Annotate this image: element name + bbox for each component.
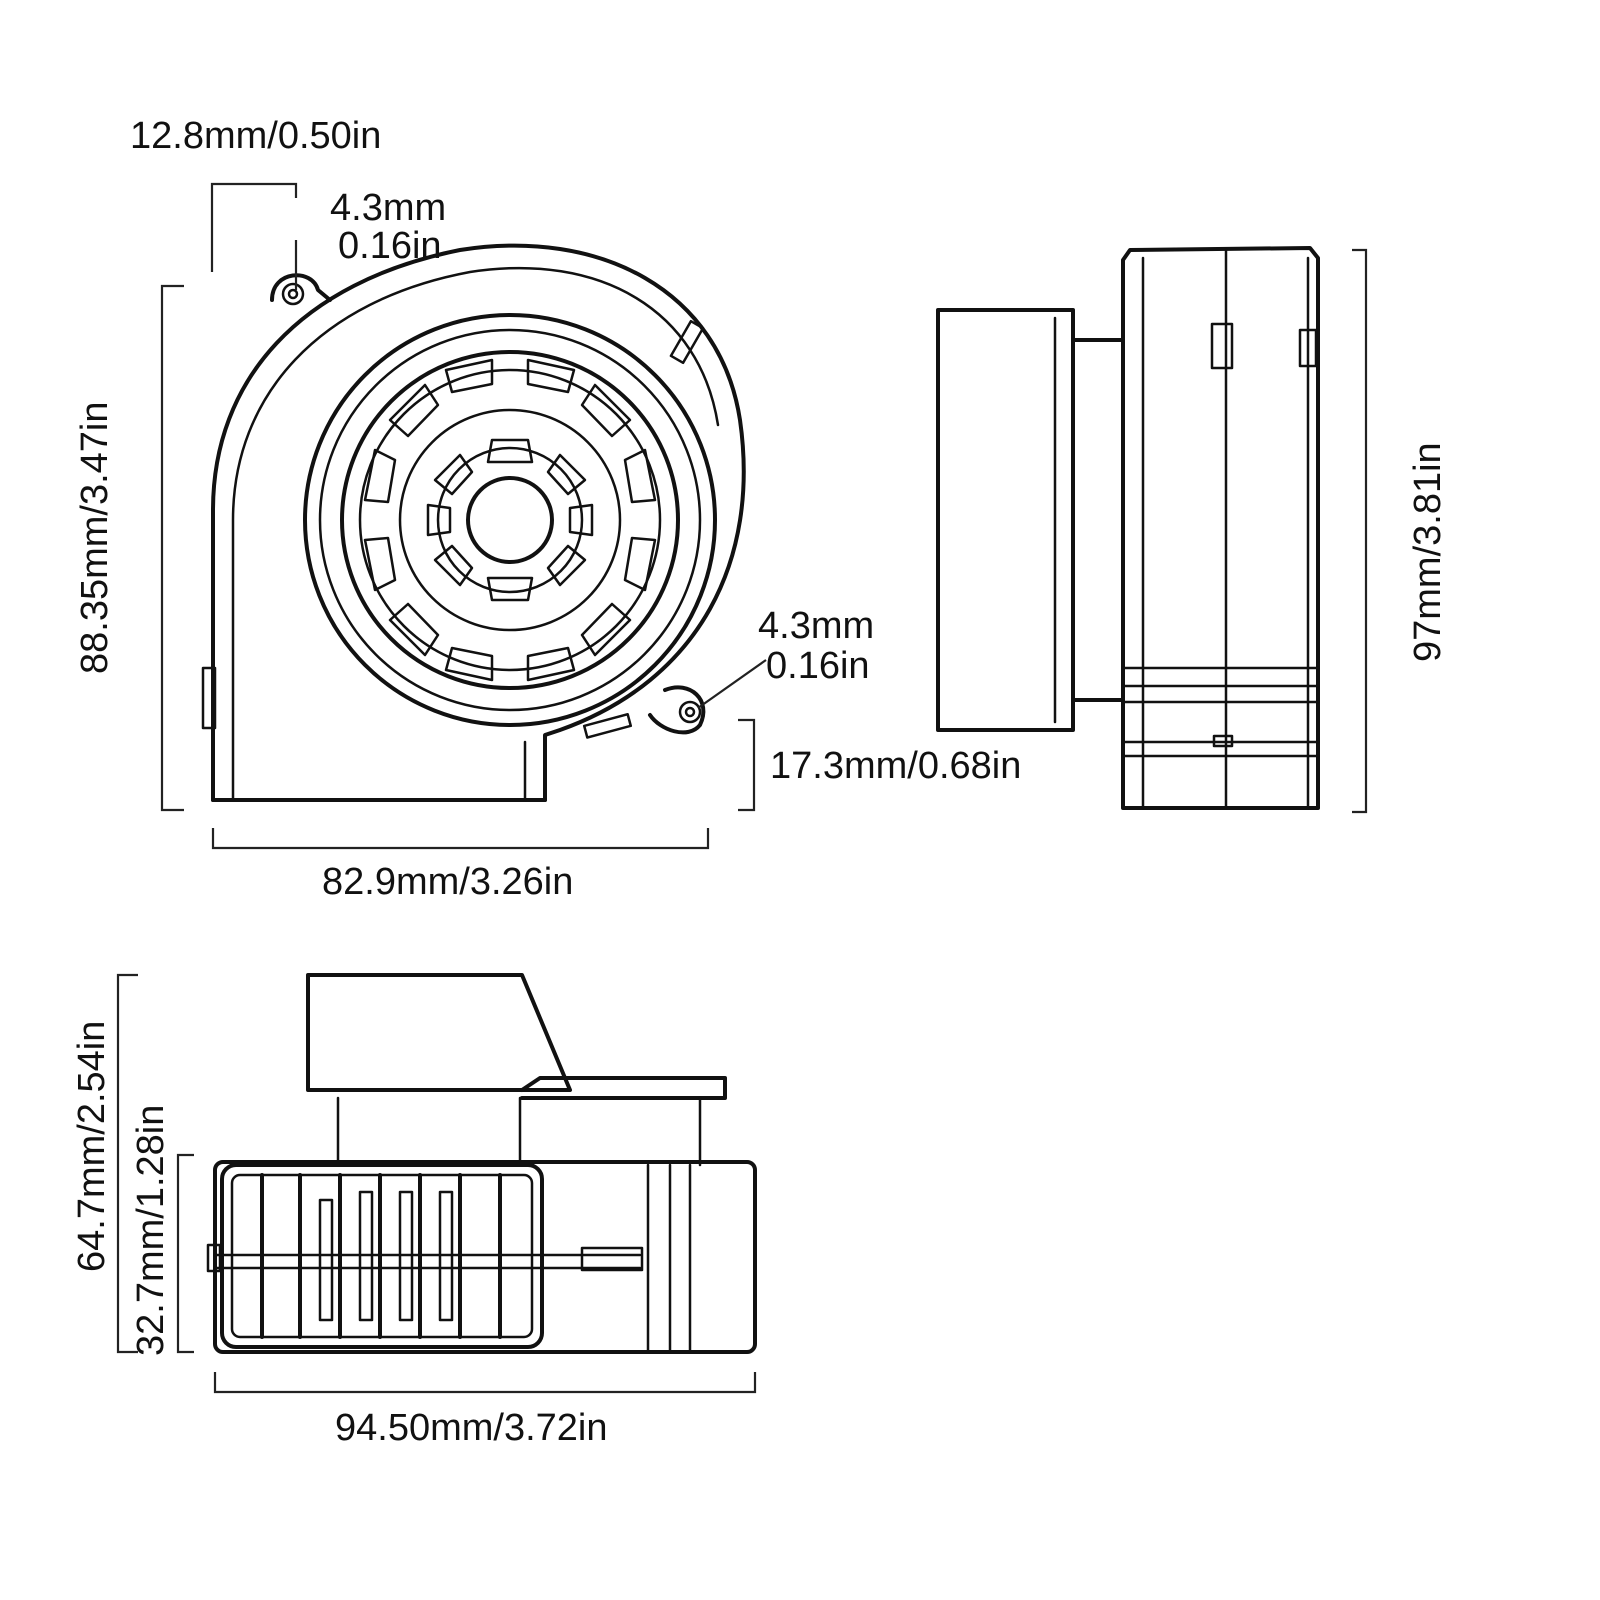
bottom-width-label: 94.50mm/3.72in: [335, 1407, 608, 1449]
front-width-label: 82.9mm/3.26in: [322, 861, 573, 903]
side-height-label: 97mm/3.81in: [1407, 442, 1449, 662]
hole-bottom-in-label: 0.16in: [766, 645, 870, 687]
front-height-label: 88.35mm/3.47in: [74, 402, 116, 675]
hole-top-in-label: 0.16in: [338, 225, 442, 267]
bottom-body-height-label: 32.7mm/1.28in: [130, 1105, 172, 1356]
hole-bottom-mm-label: 4.3mm: [758, 605, 874, 647]
bottom-view: [206, 973, 757, 1354]
side-view: [936, 246, 1320, 810]
bottom-total-height-label: 64.7mm/2.54in: [71, 1021, 113, 1272]
hole-top-mm-label: 4.3mm: [330, 187, 446, 229]
dimension-lines: [116, 182, 1368, 1394]
outlet-height-label: 17.3mm/0.68in: [770, 745, 1021, 787]
tab-offset-label: 12.8mm/0.50in: [130, 115, 381, 157]
front-view: [201, 243, 746, 802]
